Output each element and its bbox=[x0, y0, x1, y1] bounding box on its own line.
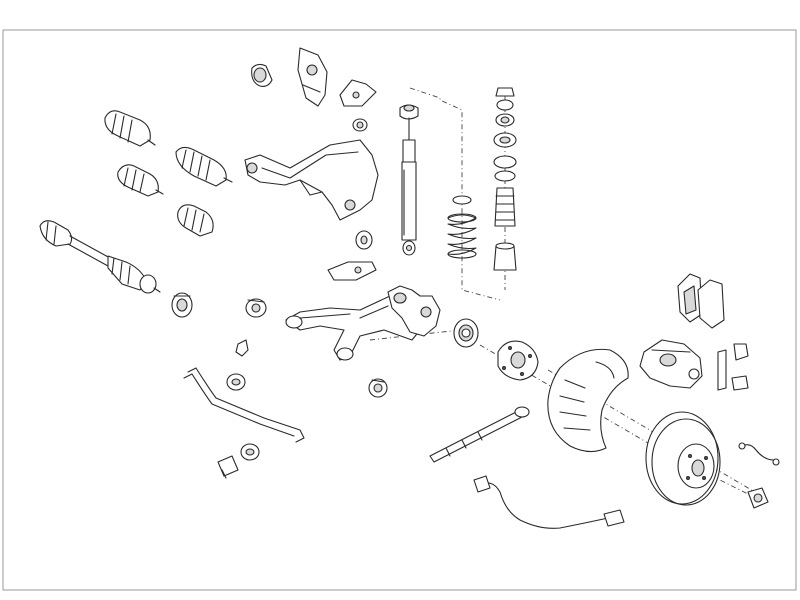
abs-sensor bbox=[473, 475, 625, 529]
small-bracket bbox=[339, 79, 377, 107]
stabilizer-bracket bbox=[217, 455, 239, 479]
wheel-carrier bbox=[387, 285, 441, 337]
brake-caliper bbox=[639, 339, 703, 389]
cv-joint-boot-2 bbox=[117, 164, 164, 197]
arm-bushing bbox=[368, 378, 388, 398]
axle-carrier bbox=[244, 139, 379, 221]
cv-joint-boot-3 bbox=[175, 146, 233, 187]
wheel-bearing bbox=[453, 318, 479, 348]
diagram-frame bbox=[2, 29, 797, 591]
lower-bracket bbox=[327, 261, 377, 281]
strut-mount-stack bbox=[493, 87, 517, 182]
axle-bushing-2 bbox=[245, 298, 267, 318]
drive-shaft bbox=[39, 220, 161, 294]
stabilizer-bushing-1 bbox=[226, 373, 246, 391]
cv-joint-boot-1 bbox=[104, 110, 156, 147]
stabilizer-bushing-2 bbox=[240, 443, 260, 461]
brake-pad-set bbox=[677, 273, 725, 329]
wheel-cap bbox=[747, 487, 769, 509]
axle-bushing-1 bbox=[171, 292, 193, 318]
brake-disc bbox=[645, 411, 721, 506]
control-arm bbox=[285, 289, 421, 361]
small-bushing-1 bbox=[352, 118, 368, 132]
protection-cap bbox=[493, 242, 517, 271]
rubber-mount-top bbox=[251, 63, 273, 87]
pad-clip-set bbox=[717, 343, 749, 391]
brake-hose bbox=[738, 442, 780, 466]
tie-rod bbox=[429, 406, 530, 463]
bump-stop bbox=[494, 187, 516, 227]
stabilizer-bar bbox=[183, 367, 305, 443]
shock-absorber bbox=[399, 104, 419, 256]
wheel-hub bbox=[497, 340, 539, 381]
stabilizer-link-clip bbox=[235, 339, 249, 357]
mounting-bracket bbox=[297, 47, 328, 107]
brake-dust-shield bbox=[547, 348, 629, 453]
coil-spring bbox=[447, 195, 477, 259]
small-bushing-2 bbox=[355, 230, 373, 250]
cv-joint-boot-4 bbox=[177, 204, 214, 237]
